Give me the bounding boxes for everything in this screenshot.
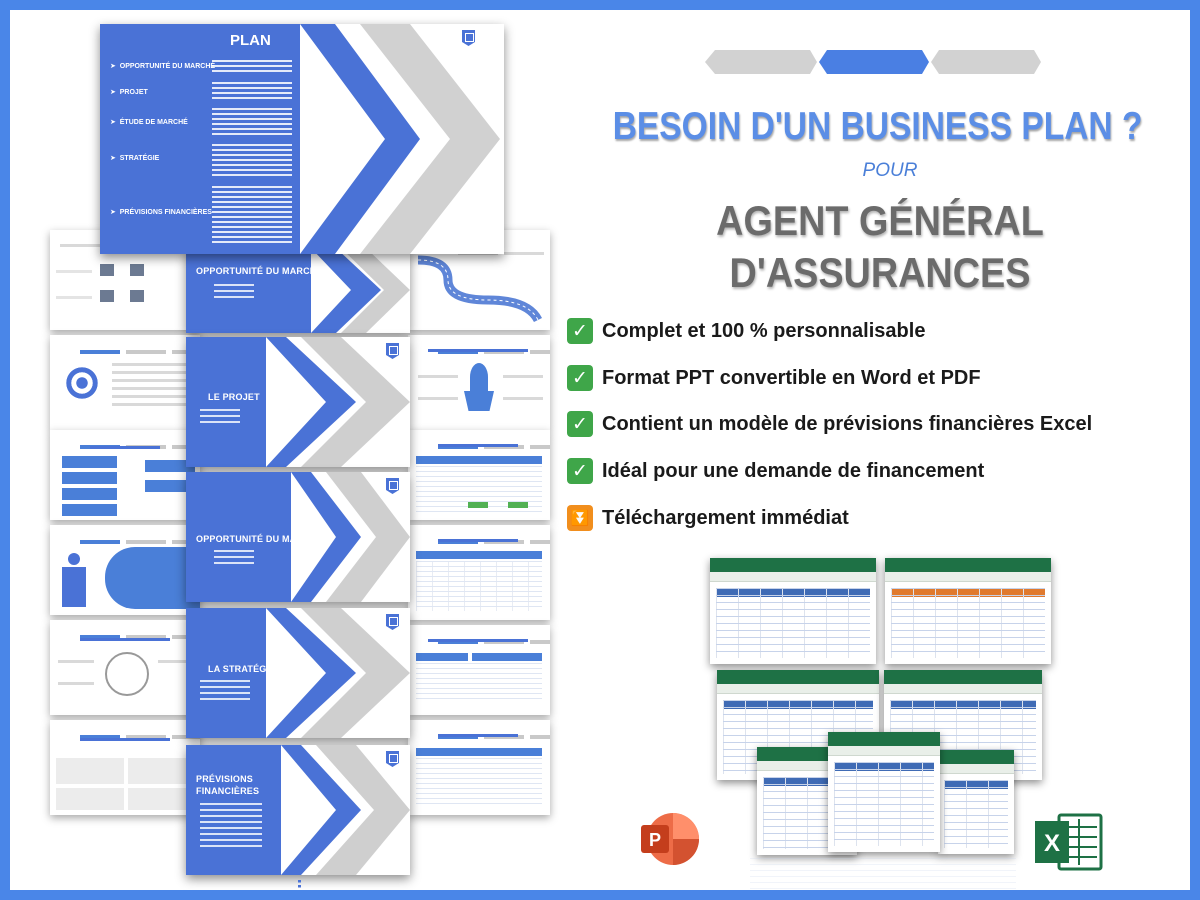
progress-arrows bbox=[705, 50, 1041, 74]
slide-title: LE PROJET bbox=[208, 392, 260, 402]
check-icon: ✓ bbox=[567, 458, 593, 484]
powerpoint-logo-icon: P bbox=[641, 813, 699, 865]
doc-page-target bbox=[50, 335, 200, 430]
dotted-connector bbox=[298, 880, 301, 890]
slide-market-opportunity: OPPORTUNITÉ DU MARCHÉ bbox=[186, 248, 410, 333]
headline: BESOIN D'UN BUSINESS PLAN ? bbox=[612, 105, 1143, 148]
excel-screenshot bbox=[938, 750, 1014, 854]
profession-line-2: D'ASSURANCES bbox=[729, 249, 1031, 296]
slide-project: LE PROJET bbox=[186, 337, 410, 467]
doc-page-competitive bbox=[50, 620, 200, 715]
pour-label: POUR bbox=[862, 160, 918, 181]
svg-text:X: X bbox=[1044, 830, 1060, 857]
shield-icon bbox=[462, 30, 475, 46]
feature-item: ✓ Idéal pour une demande de financement bbox=[567, 457, 984, 485]
check-icon: ✓ bbox=[567, 318, 593, 344]
profession-title: AGENT GÉNÉRAL D'ASSURANCES bbox=[673, 195, 1087, 299]
plan-section: ➤ OPPORTUNITÉ DU MARCHÉ bbox=[110, 63, 216, 70]
slide-financial-forecasts: PRÉVISIONS FINANCIÈRES bbox=[186, 745, 410, 875]
slide-title: OPPORTUNITÉ DU MARCHÉ bbox=[196, 534, 323, 544]
doc-page-plant bbox=[408, 335, 550, 430]
excel-screenshot bbox=[885, 558, 1051, 664]
reflection bbox=[750, 858, 1016, 890]
excel-screenshot bbox=[710, 558, 876, 664]
feature-item: ✓ Format PPT convertible en Word et PDF bbox=[567, 364, 981, 392]
plan-section: ➤ PRÉVISIONS FINANCIÈRES bbox=[110, 209, 212, 216]
excel-logo-icon: X bbox=[1035, 813, 1103, 871]
check-icon: ✓ bbox=[567, 365, 593, 391]
profession-line-1: AGENT GÉNÉRAL bbox=[716, 197, 1044, 244]
doc-page-seuil-rentabilite bbox=[408, 720, 550, 815]
svg-text:P: P bbox=[649, 830, 661, 850]
slide-title: PRÉVISIONS FINANCIÈRES bbox=[196, 774, 260, 796]
shield-icon bbox=[386, 343, 399, 359]
slide-market-opportunity-2: OPPORTUNITÉ DU MARCHÉ bbox=[186, 472, 410, 602]
download-arrow-icon: ⏬ bbox=[567, 505, 593, 531]
slide-title: OPPORTUNITÉ DU MARCHÉ bbox=[196, 266, 323, 276]
feature-item: ✓ Contient un modèle de prévisions finan… bbox=[567, 410, 1092, 438]
excel-screenshot bbox=[828, 732, 940, 852]
plan-section: ➤ ÉTUDE DE MARCHÉ bbox=[110, 119, 188, 126]
slide-strategy: LA STRATÉGIE bbox=[186, 608, 410, 738]
doc-page-chiffre-affaires bbox=[408, 525, 550, 620]
doc-page-trends bbox=[50, 430, 200, 520]
slide-title: LA STRATÉGIE bbox=[208, 664, 276, 674]
shield-icon bbox=[386, 614, 399, 630]
feature-item: ✓ Complet et 100 % personnalisable bbox=[567, 317, 925, 345]
slide-plan: PLAN ➤ OPPORTUNITÉ DU MARCHÉ ➤ PROJET ➤ … bbox=[100, 24, 504, 254]
shield-icon bbox=[386, 751, 399, 767]
plan-section: ➤ STRATÉGIE bbox=[110, 155, 160, 162]
feature-item: ⏬ Téléchargement immédiat bbox=[567, 504, 849, 532]
doc-page-swot bbox=[50, 720, 200, 815]
shield-icon bbox=[386, 478, 399, 494]
plan-title: PLAN bbox=[230, 32, 271, 49]
plan-section: ➤ PROJET bbox=[110, 89, 148, 96]
check-icon: ✓ bbox=[567, 411, 593, 437]
doc-page-speaker bbox=[50, 525, 200, 615]
doc-page-emprunts bbox=[408, 625, 550, 715]
doc-page-bilan bbox=[408, 430, 550, 520]
